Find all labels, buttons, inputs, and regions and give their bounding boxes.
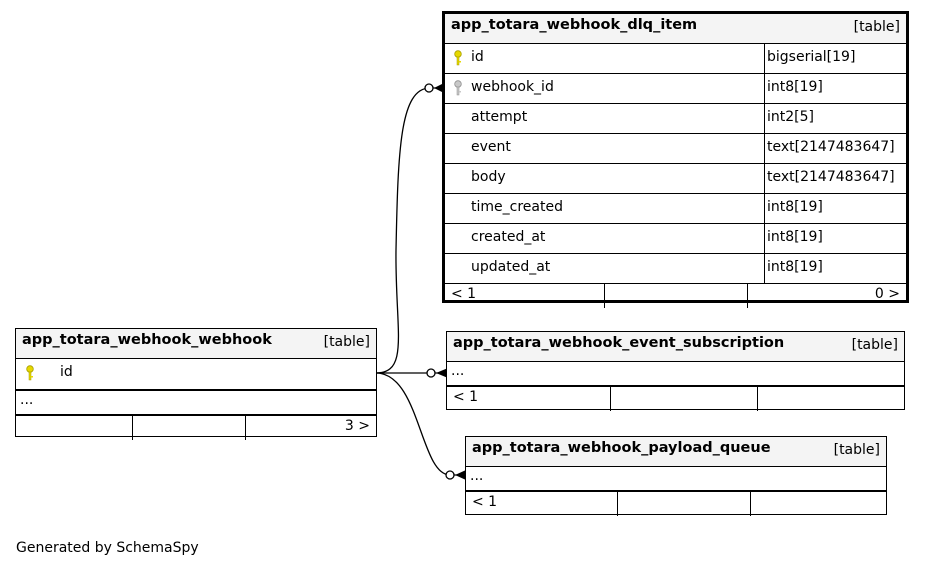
zero-marker-payload	[445, 470, 455, 480]
foreign-key-icon	[453, 80, 463, 100]
table-footer: < 1	[466, 492, 886, 516]
zero-marker-subscription	[426, 368, 436, 378]
column-name: time_created	[471, 199, 563, 215]
more-columns[interactable]: ...	[466, 467, 886, 492]
column-name: body	[471, 169, 506, 185]
table-name[interactable]: app_totara_webhook_event_subscription	[453, 335, 785, 351]
column-row[interactable]: attempt int2[5]	[445, 104, 906, 134]
table-name[interactable]: app_totara_webhook_dlq_item	[451, 17, 698, 33]
crowfoot-subscription	[436, 368, 448, 378]
table-type: [table]	[853, 19, 900, 35]
column-name: event	[471, 139, 511, 155]
column-name: updated_at	[471, 259, 551, 275]
crowfoot-payload	[455, 470, 466, 480]
link-webhook-payload	[375, 372, 466, 476]
table-footer: < 1	[447, 387, 904, 411]
column-row[interactable]: updated_at int8[19]	[445, 254, 906, 284]
column-name: attempt	[471, 109, 528, 125]
table-footer: < 1 0 >	[445, 284, 906, 308]
column-type: int8[19]	[767, 199, 823, 215]
parents-count[interactable]: < 1	[453, 389, 479, 405]
table-header: app_totara_webhook_payload_queue [table]	[466, 437, 886, 467]
children-count[interactable]: 3 >	[344, 418, 370, 434]
table-type: [table]	[323, 334, 370, 350]
column-type: bigserial[19]	[767, 49, 856, 65]
table-footer: 3 >	[16, 415, 376, 440]
column-type: int8[19]	[767, 259, 823, 275]
zero-marker-dlq	[424, 83, 434, 93]
column-type: int8[19]	[767, 79, 823, 95]
column-row[interactable]: event text[2147483647]	[445, 134, 906, 164]
column-type: int2[5]	[767, 109, 814, 125]
table-type: [table]	[851, 337, 898, 353]
crowfoot-dlq	[434, 83, 444, 93]
parents-count[interactable]: < 1	[472, 494, 498, 510]
table-dlq-item[interactable]: app_totara_webhook_dlq_item [table] id b…	[442, 11, 909, 308]
column-row[interactable]: body text[2147483647]	[445, 164, 906, 194]
table-webhook[interactable]: app_totara_webhook_webhook [table] id ..…	[15, 328, 377, 440]
column-name: id	[60, 364, 73, 380]
children-count[interactable]: 0 >	[874, 286, 900, 302]
primary-key-icon	[25, 365, 35, 385]
more-columns[interactable]: ...	[447, 362, 904, 387]
generator-credit: Generated by SchemaSpy	[16, 540, 199, 556]
table-header: app_totara_webhook_dlq_item [table]	[445, 14, 906, 44]
column-type: text[2147483647]	[767, 139, 895, 155]
link-webhook-dlq	[375, 87, 444, 374]
table-header: app_totara_webhook_event_subscription [t…	[447, 332, 904, 362]
column-type: text[2147483647]	[767, 169, 895, 185]
column-name: created_at	[471, 229, 546, 245]
column-row[interactable]: created_at int8[19]	[445, 224, 906, 254]
column-name: webhook_id	[471, 79, 554, 95]
table-event-subscription[interactable]: app_totara_webhook_event_subscription [t…	[446, 331, 905, 411]
parents-count[interactable]: < 1	[451, 286, 477, 302]
ellipsis-text: ...	[451, 363, 465, 379]
more-columns[interactable]: ...	[16, 391, 376, 415]
ellipsis-text: ...	[470, 468, 484, 484]
table-name[interactable]: app_totara_webhook_payload_queue	[472, 440, 771, 456]
column-name: id	[471, 49, 484, 65]
column-row[interactable]: id	[16, 359, 376, 391]
column-row[interactable]: time_created int8[19]	[445, 194, 906, 224]
table-type: [table]	[833, 442, 880, 458]
primary-key-icon	[453, 50, 463, 70]
ellipsis-text: ...	[20, 392, 34, 408]
table-payload-queue[interactable]: app_totara_webhook_payload_queue [table]…	[465, 436, 887, 516]
table-name[interactable]: app_totara_webhook_webhook	[22, 332, 272, 348]
column-type: int8[19]	[767, 229, 823, 245]
table-header: app_totara_webhook_webhook [table]	[16, 329, 376, 359]
column-row[interactable]: id bigserial[19]	[445, 44, 906, 74]
column-row[interactable]: webhook_id int8[19]	[445, 74, 906, 104]
